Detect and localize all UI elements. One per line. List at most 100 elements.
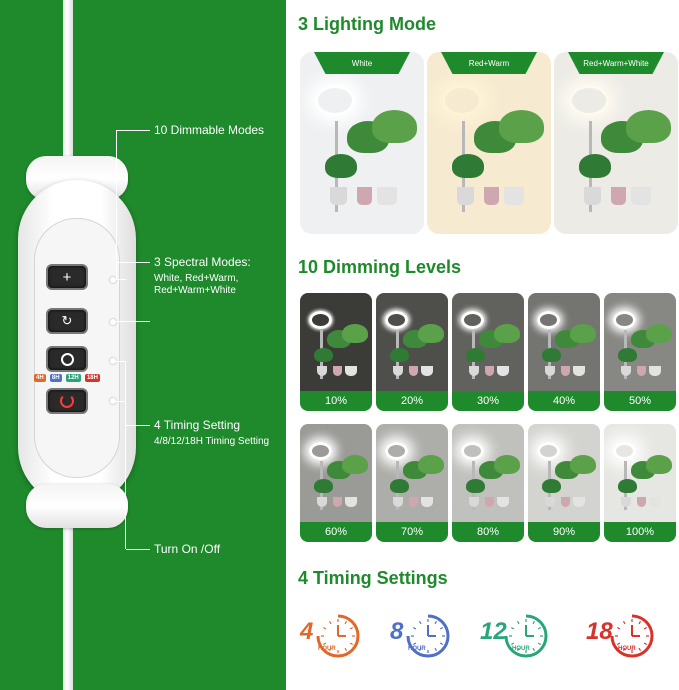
lamp-ring (569, 85, 609, 116)
dim-scene (452, 424, 524, 522)
plant-leaves (646, 324, 672, 343)
plant-leaves (390, 348, 409, 362)
plant-pot (317, 497, 327, 507)
plant-pot (485, 366, 494, 376)
clock-tick (322, 626, 327, 630)
controller-panel: + ↻ 4H 8H 12H 18H 10 Dimmable Modes 3 Sp… (0, 0, 286, 690)
lamp-ring (461, 311, 484, 329)
plant-pot (561, 497, 570, 507)
mode-label: White (314, 52, 410, 74)
callout-spectral-line2: Red+Warm+White (154, 285, 236, 296)
lamp-ring (537, 442, 560, 460)
dim-card: 60% (300, 424, 372, 542)
clock-tick (510, 642, 515, 646)
clock-tick (532, 647, 536, 652)
clock-tick (344, 647, 348, 652)
plant-pot (409, 366, 418, 376)
plant-pot (330, 187, 347, 205)
plant-pot (393, 497, 403, 507)
mode-card-red-warm: Red+Warm (427, 52, 551, 234)
timing-led-4h: 4H (34, 374, 46, 382)
dimmer-button[interactable]: + (46, 264, 88, 290)
dim-scene (604, 293, 676, 391)
clock-tick (516, 620, 520, 625)
clock-tick (510, 626, 515, 630)
mode-card-red-warm-white: Red+Warm+White (554, 52, 678, 234)
plant-leaves (314, 348, 333, 362)
plant-pot (421, 497, 433, 507)
clock-tick (439, 626, 444, 630)
timer-12-hour: 12 HOUR (480, 608, 550, 664)
plant-leaves (325, 154, 357, 178)
plant-pot (611, 187, 626, 205)
plant-leaves (314, 479, 333, 493)
callout-power: Turn On /Off (154, 542, 221, 556)
clock-tick (349, 642, 354, 646)
mode-scene (554, 52, 678, 234)
lamp-ring (461, 442, 484, 460)
mode-card-white: White (300, 52, 424, 234)
dim-card: 50% (604, 293, 676, 411)
clock-tick (349, 626, 354, 630)
plant-pot (561, 366, 570, 376)
plant-leaves (618, 348, 637, 362)
clock-tick (434, 620, 438, 625)
timer-clock-icon (316, 614, 360, 658)
dim-card: 30% (452, 293, 524, 411)
connector-dimmable-end (126, 130, 150, 131)
plant-pot (573, 366, 585, 376)
clock-tick (638, 647, 642, 652)
plant-leaves (418, 324, 444, 343)
plant-pot (317, 366, 327, 376)
power-button[interactable] (46, 388, 88, 414)
clock-tick (412, 626, 417, 630)
dim-label: 100% (604, 522, 676, 542)
plant-pot (573, 497, 585, 507)
dim-scene (528, 424, 600, 522)
plant-leaves (618, 479, 637, 493)
clock-tick (643, 642, 648, 646)
clock-tick (412, 642, 417, 646)
timing-led-12h: 12H (65, 374, 81, 382)
plant-pot (545, 366, 555, 376)
callout-dot-spectral (110, 319, 116, 325)
connector-power (116, 401, 126, 549)
plant-leaves (626, 110, 671, 143)
plant-pot (469, 497, 479, 507)
lamp-ring (537, 311, 560, 329)
plant-pot (333, 497, 342, 507)
mode-label: Red+Warm+White (568, 52, 664, 74)
dim-card: 20% (376, 293, 448, 411)
plant-pot (484, 187, 499, 205)
timer-unit: HOUR (408, 646, 426, 652)
timer-clock-icon (406, 614, 450, 658)
timing-led-8h: 8H (49, 374, 62, 382)
timer-button[interactable] (46, 346, 88, 372)
plant-pot (377, 187, 397, 205)
plant-pot (333, 366, 342, 376)
clock-tick (616, 626, 621, 630)
controller-cap-bottom (26, 484, 128, 528)
clock-tick (537, 642, 542, 646)
plant-pot (393, 366, 403, 376)
dim-label: 80% (452, 522, 524, 542)
callout-timing-sub: 4/8/12/18H Timing Setting (154, 436, 270, 447)
plant-leaves (452, 154, 484, 178)
clock-arc (316, 614, 360, 658)
callout-spectral-title: 3 Spectral Modes: (154, 255, 251, 269)
clock-tick (418, 620, 422, 625)
lamp-ring (315, 85, 355, 116)
callout-dot-power (110, 398, 116, 404)
plant-leaves (570, 324, 596, 343)
dim-card: 70% (376, 424, 448, 542)
plant-leaves (646, 455, 672, 474)
plant-leaves (466, 479, 485, 493)
timer-number: 8 (390, 618, 404, 645)
plant-leaves (342, 324, 368, 343)
plant-leaves (542, 479, 561, 493)
dim-scene (452, 293, 524, 391)
lamp-ring (613, 311, 636, 329)
timer-18-hour: 18 HOUR (586, 608, 656, 664)
spectrum-button[interactable]: ↻ (46, 308, 88, 334)
clock-tick (516, 647, 520, 652)
